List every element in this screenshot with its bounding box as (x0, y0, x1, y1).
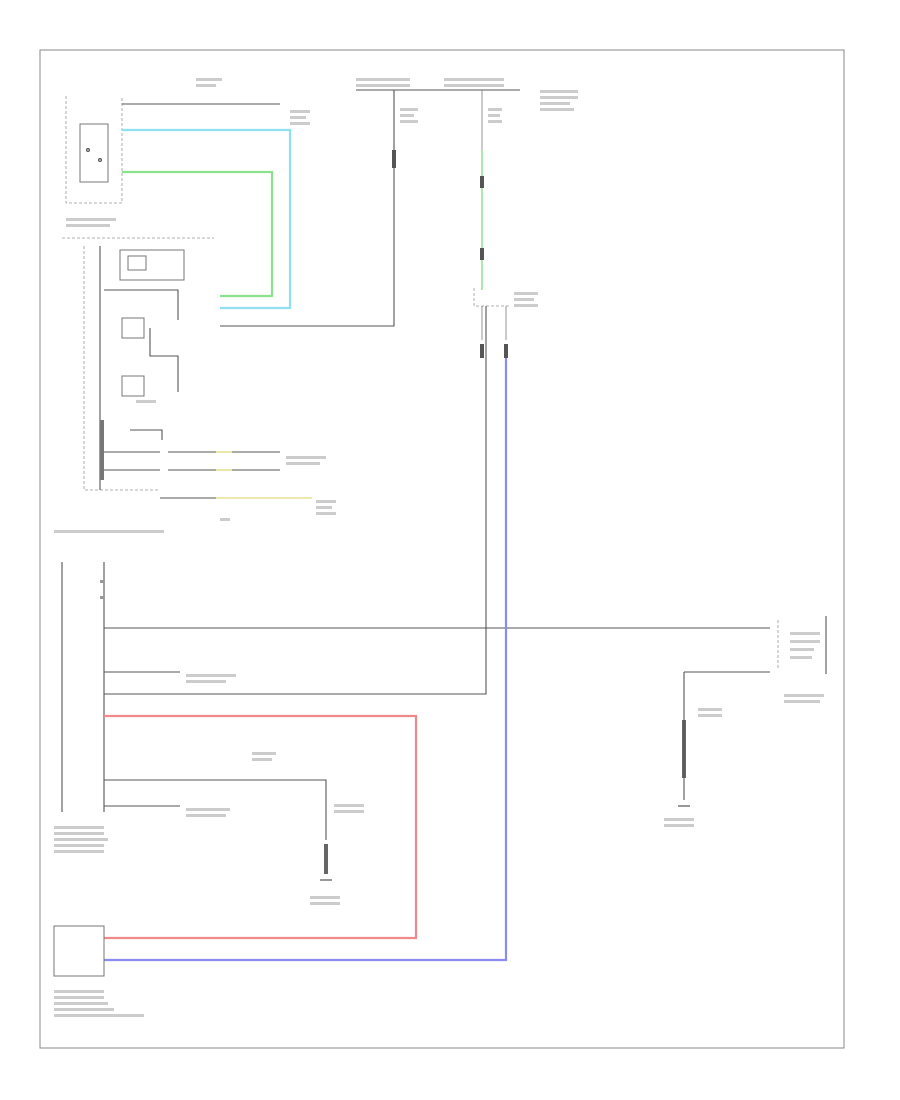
relay-module (83, 246, 185, 491)
lower-meter-outputs (104, 752, 364, 905)
top-label-marks (66, 78, 578, 227)
relay-outputs (54, 451, 336, 533)
right-component (664, 616, 827, 827)
wire-green (122, 170, 274, 298)
bottom-left-component (53, 925, 144, 1017)
headlight-switch-component (65, 96, 123, 204)
meter-label-block (54, 826, 108, 853)
wire-blue (104, 358, 508, 962)
diagram-frame (39, 49, 845, 1049)
fuse-branch-right (473, 90, 538, 358)
meter-connections (104, 306, 487, 695)
fuse-branch-left (220, 90, 418, 327)
top-wires (122, 103, 292, 310)
wire-cyan (122, 128, 292, 310)
wire-red (104, 714, 418, 940)
meter-block (61, 562, 105, 812)
